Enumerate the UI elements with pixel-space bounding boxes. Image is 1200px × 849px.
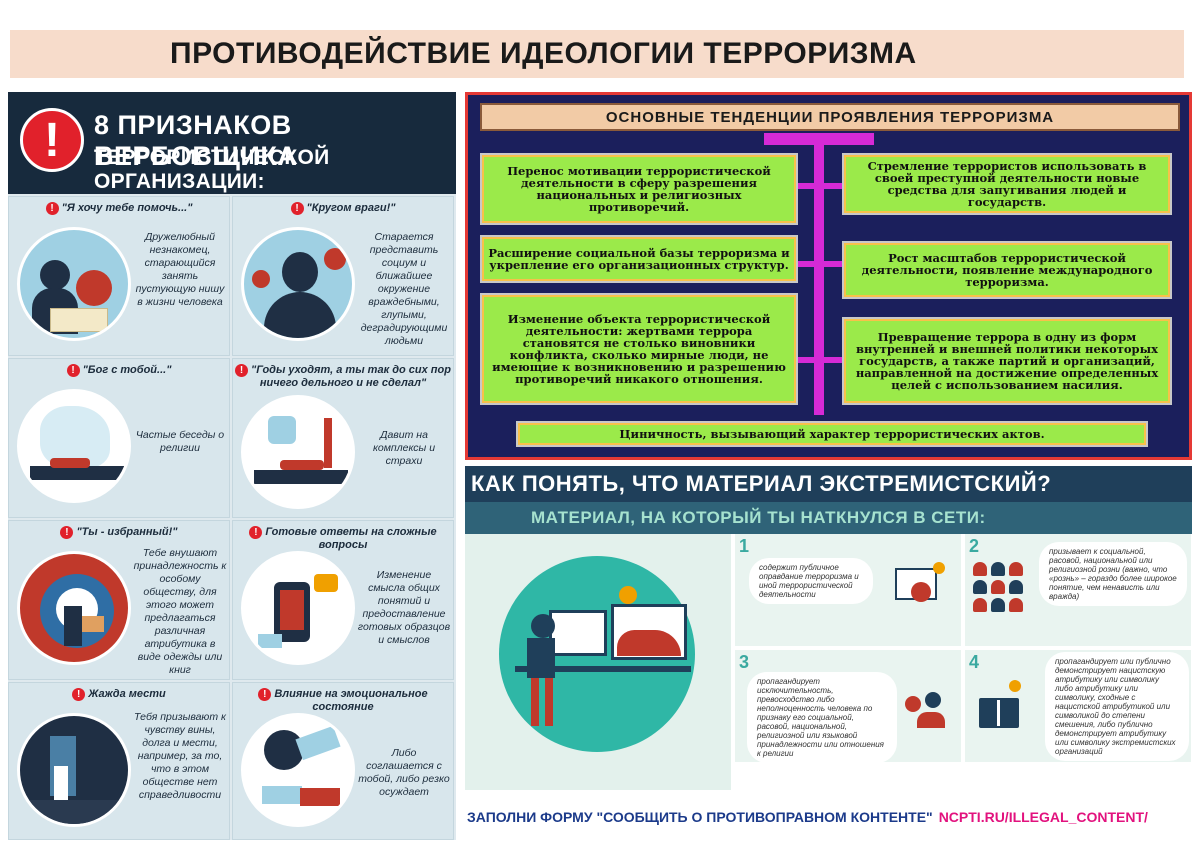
book-spine	[997, 700, 1000, 726]
sign-card-5: !"Ты - избранный!" Тебе внушают принадле…	[8, 520, 230, 680]
chosen-one-illustration-icon	[17, 551, 131, 665]
report-footer: ЗАПОЛНИ ФОРМУ "СООБЩИТЬ О ПРОТИВОПРАВНОМ…	[465, 804, 1192, 830]
criterion-number: 2	[969, 536, 980, 556]
trend-box: Перенос мотивации террористической деяте…	[480, 153, 798, 225]
criterion-number: 1	[739, 536, 750, 556]
connector-branch	[794, 357, 844, 363]
person-body-icon	[917, 712, 945, 728]
criterion-4: 4 пропагандирует или публично демонстрир…	[965, 650, 1191, 762]
warning-icon	[1009, 680, 1021, 692]
sign-description: Либо соглашается с тобой, либо резко осу…	[358, 747, 450, 798]
sign-description: Дружелюбный незнакомец, старающийся заня…	[135, 231, 225, 308]
recruiter-heading-line2: ТЕРРОРИСТИЧЕСКОЙ ОРГАНИЗАЦИИ:	[94, 146, 330, 193]
report-link[interactable]: NCPTI.RU/ILLEGAL_CONTENT/	[938, 809, 1148, 825]
bomb-icon	[911, 582, 931, 602]
page-title: ПРОТИВОДЕЙСТВИЕ ИДЕОЛОГИИ ТЕРРОРИЗМА	[10, 30, 1184, 78]
religion-illustration-icon	[17, 389, 131, 503]
extremist-panel: КАК ПОНЯТЬ, ЧТО МАТЕРИАЛ ЭКСТРЕМИСТСКИЙ?…	[465, 466, 1192, 840]
trend-box: Стремление террористов использовать в св…	[842, 153, 1172, 215]
report-instruction: ЗАПОЛНИ ФОРМУ "СООБЩИТЬ О ПРОТИВОПРАВНОМ…	[467, 809, 933, 825]
sign-card-7: !Жажда мести Тебя призывают к чувству ви…	[8, 682, 230, 840]
sign-description: Тебе внушают принадлежность к особому об…	[133, 547, 227, 676]
connector-branch	[794, 183, 844, 189]
trend-box-bottom: Циничность, вызывающий характер террорис…	[516, 421, 1148, 447]
sign-title: !Готовые ответы на сложные вопросы	[233, 526, 453, 552]
people-group-icon	[973, 562, 1025, 612]
sign-card-6: !Готовые ответы на сложные вопросы Измен…	[232, 520, 454, 680]
emotion-illustration-icon	[241, 713, 355, 827]
sign-card-8: !Влияние на эмоциональное состояние Либо…	[232, 682, 454, 840]
criterion-1: 1 содержит публичное оправдание террориз…	[735, 534, 961, 646]
helper-illustration-icon	[17, 227, 131, 341]
sign-description: Изменение смысла общих понятий и предост…	[357, 569, 451, 646]
sign-description: Частые беседы о религии	[135, 429, 225, 454]
sign-title: !Жажда мести	[9, 688, 229, 701]
sign-title: !"Годы уходят, а ты так до сих пор ничег…	[233, 364, 453, 390]
computer-illustration-icon	[465, 534, 731, 790]
sign-title: !Влияние на эмоциональное состояние	[233, 688, 453, 714]
crown-icon	[925, 692, 941, 708]
trend-box: Рост масштабов террористической деятельн…	[842, 241, 1172, 299]
sign-card-2: !"Кругом враги!" Старается представить с…	[232, 196, 454, 356]
trend-box: Превращение террора в одну из форм внутр…	[842, 317, 1172, 405]
trends-panel: ОСНОВНЫЕ ТЕНДЕНЦИИ ПРОЯВЛЕНИЯ ТЕРРОРИЗМА…	[465, 92, 1192, 460]
sign-title: !"Бог с тобой..."	[9, 364, 229, 377]
sign-card-4: !"Годы уходят, а ты так до сих пор ничег…	[232, 358, 454, 518]
criterion-number: 3	[739, 652, 750, 672]
pressure-illustration-icon	[241, 395, 355, 509]
person-icon	[905, 696, 921, 712]
connector-trunk	[814, 145, 824, 415]
sign-description: Тебя призывают к чувству вины, долга и м…	[134, 711, 226, 801]
sign-title: !"Ты - избранный!"	[9, 526, 229, 539]
recruiter-header: ! 8 ПРИЗНАКОВ ВЕРБОВЩИКА ТЕРРОРИСТИЧЕСКО…	[8, 92, 456, 194]
trends-heading: ОСНОВНЫЕ ТЕНДЕНЦИИ ПРОЯВЛЕНИЯ ТЕРРОРИЗМА	[480, 103, 1180, 131]
connector-bar	[764, 133, 874, 145]
trend-box: Изменение объекта террористической деяте…	[480, 293, 798, 405]
criterion-text: содержит публичное оправдание терроризма…	[749, 558, 873, 604]
warning-icon	[933, 562, 945, 574]
criterion-2: 2 призывает к социальной, расовой, нацио…	[965, 534, 1191, 646]
phone-answers-illustration-icon	[241, 551, 355, 665]
sign-description: Давит на комплексы и страхи	[372, 429, 436, 467]
criterion-text: пропагандирует или публично демонстрируе…	[1045, 652, 1189, 761]
extremist-subheading: МАТЕРИАЛ, НА КОТОРЫЙ ТЫ НАТКНУЛСЯ В СЕТИ…	[465, 502, 1192, 534]
recruiter-heading-line1: 8 ПРИЗНАКОВ ВЕРБОВЩИКА	[94, 110, 298, 171]
sign-description: Старается представить социум и ближайшее…	[360, 231, 448, 347]
connector-branch	[794, 261, 844, 267]
trend-box: Расширение социальной базы терроризма и …	[480, 235, 798, 283]
sign-title: !"Я хочу тебе помочь..."	[9, 202, 229, 215]
criterion-text: призывает к социальной, расовой, национа…	[1039, 542, 1187, 606]
sign-title: !"Кругом враги!"	[233, 202, 453, 215]
recruiter-signs-panel: ! 8 ПРИЗНАКОВ ВЕРБОВЩИКА ТЕРРОРИСТИЧЕСКО…	[8, 92, 456, 840]
criterion-number: 4	[969, 652, 980, 672]
criterion-text: пропагандирует исключительность, превосх…	[747, 672, 897, 763]
revenge-illustration-icon	[17, 713, 131, 827]
criterion-3: 3 пропагандирует исключительность, прево…	[735, 650, 961, 763]
alert-icon: !	[20, 108, 84, 172]
extremist-heading: КАК ПОНЯТЬ, ЧТО МАТЕРИАЛ ЭКСТРЕМИСТСКИЙ?	[465, 466, 1192, 502]
sign-card-1: !"Я хочу тебе помочь..." Дружелюбный нез…	[8, 196, 230, 356]
sign-card-3: !"Бог с тобой..." Частые беседы о религи…	[8, 358, 230, 518]
enemies-illustration-icon	[241, 227, 355, 341]
